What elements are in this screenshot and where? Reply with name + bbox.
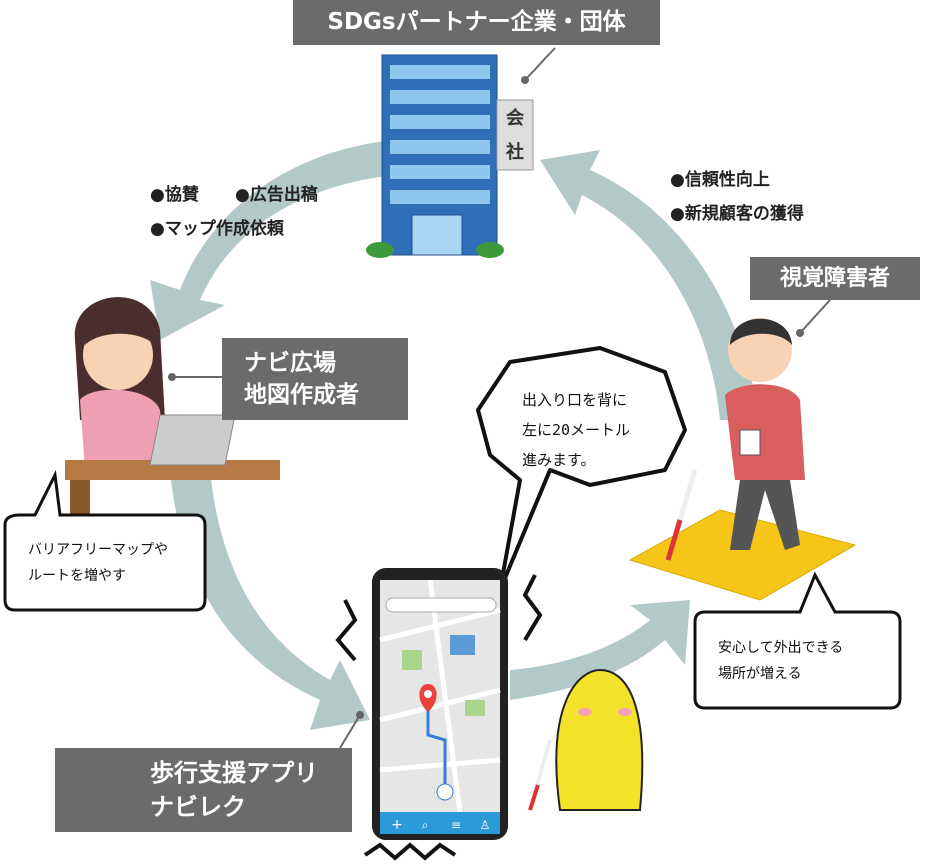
svg-text:♙: ♙ xyxy=(480,818,491,832)
arrow-partner-to-creator xyxy=(150,140,395,340)
partner-label: SDGsパートナー企業・団体 xyxy=(293,0,660,45)
svg-text:≡: ≡ xyxy=(451,818,461,832)
user-bubble-text: 安心して外出できる 場所が増える xyxy=(718,635,843,687)
visually-impaired-label: 視覚障害者 xyxy=(750,257,920,300)
map-creator-illustration xyxy=(65,297,280,520)
phone-bubble-line: 出入り口を背に xyxy=(522,391,628,409)
visually-impaired-person-illustration xyxy=(628,299,857,601)
user-speech-bubble xyxy=(693,571,902,710)
phone-bubble-text: 出入り口を背に 左に20メートル 進みます。 xyxy=(522,385,630,475)
app-label-line1: 歩行支援アプリ xyxy=(150,759,318,787)
benefit-trust: ●信頼性向上 xyxy=(670,170,770,190)
benefit-advertising: ●広告出稿 xyxy=(235,185,318,205)
creator-bubble-line: バリアフリーマップや xyxy=(28,542,168,558)
map-creator-label-line1: ナビ広場 xyxy=(244,350,336,376)
svg-text:会: 会 xyxy=(506,107,524,129)
smartphone-illustration: + ⌕ ≡ ♙ xyxy=(335,568,543,861)
phone-bubble-line: 進みます。 xyxy=(522,451,596,469)
phone-voice-bubble xyxy=(476,346,687,592)
svg-text:+: + xyxy=(391,817,403,833)
benefit-new-customers: ●新規顧客の獲得 xyxy=(670,204,804,224)
arrow-app-to-user xyxy=(510,600,690,700)
benefit-sponsorship: ●協賛 xyxy=(150,185,199,205)
company-building-illustration: 会 社 xyxy=(366,47,556,258)
app-label: 歩行支援アプリ ナビレク xyxy=(55,748,352,832)
user-bubble-line: 場所が増える xyxy=(718,666,802,682)
benefit-map-request: ●マップ作成依頼 xyxy=(150,219,284,239)
creator-bubble-text: バリアフリーマップや ルートを増やす xyxy=(28,537,168,589)
map-creator-label: ナビ広場 地図作成者 xyxy=(222,338,408,420)
svg-text:⌕: ⌕ xyxy=(422,818,429,832)
creator-bubble-line: ルートを増やす xyxy=(28,568,126,584)
arrow-creator-to-app xyxy=(170,470,370,730)
mascot-illustration xyxy=(528,668,644,811)
svg-text:社: 社 xyxy=(506,141,524,163)
app-label-line2: ナビレク xyxy=(150,793,246,821)
phone-bubble-line: 左に20メートル xyxy=(522,421,631,439)
user-bubble-line: 安心して外出できる xyxy=(718,640,844,656)
map-creator-label-line2: 地図作成者 xyxy=(244,382,359,408)
creator-speech-bubble xyxy=(3,469,207,612)
